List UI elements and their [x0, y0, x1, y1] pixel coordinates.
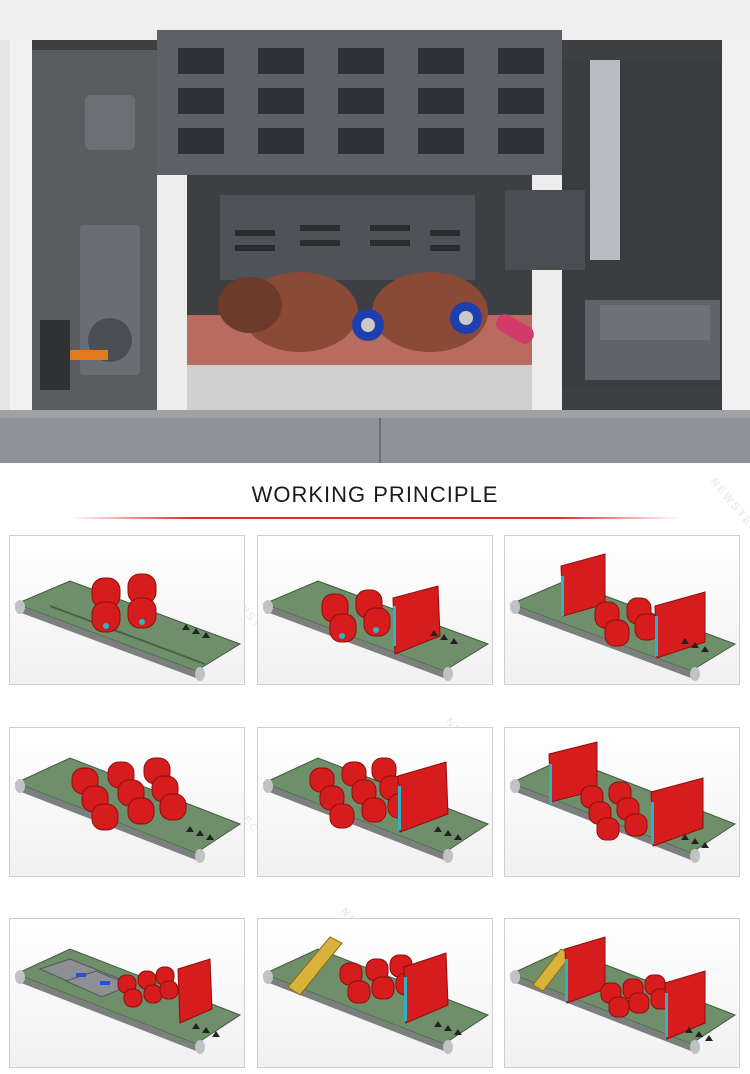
- machine-illustration: [0, 0, 750, 463]
- machine-photo: [0, 0, 750, 463]
- title-underline: [70, 517, 680, 519]
- diagram-8: [257, 918, 493, 1068]
- diagram-3: [504, 535, 740, 685]
- section-title: WORKING PRINCIPLE: [251, 482, 499, 507]
- diagram-1: [9, 535, 245, 685]
- diagram-6: [504, 727, 740, 877]
- diagram-4: [9, 727, 245, 877]
- diagram-9: [504, 918, 740, 1068]
- diagram-5: [257, 727, 493, 877]
- diagram-7: [9, 918, 245, 1068]
- diagram-2: [257, 535, 493, 685]
